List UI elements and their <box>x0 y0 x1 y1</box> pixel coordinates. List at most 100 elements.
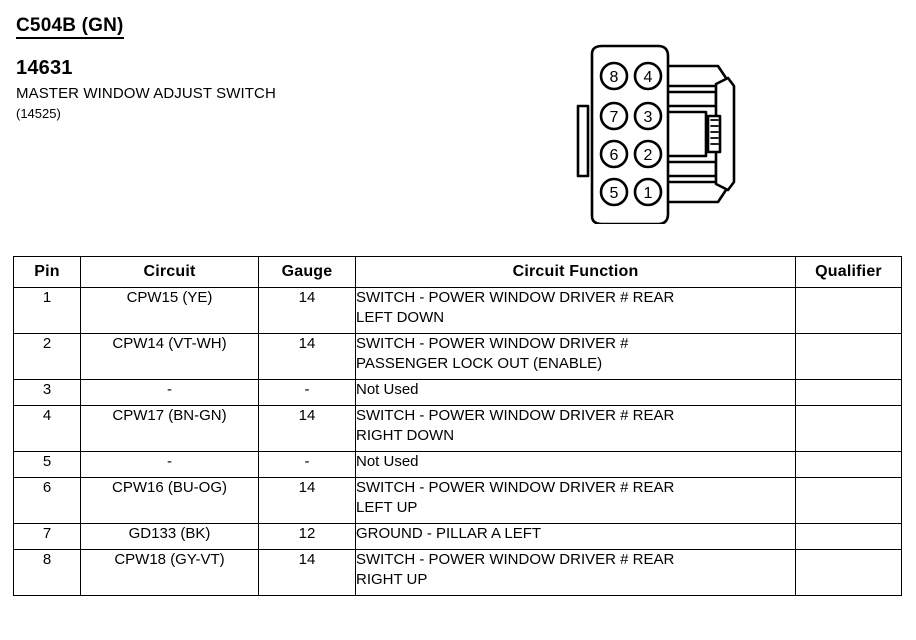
cell-pin: 6 <box>13 477 81 524</box>
circuit-function-line: SWITCH - POWER WINDOW DRIVER # REAR <box>356 407 675 424</box>
cell-pin: 3 <box>13 379 81 406</box>
cell-circuit-function: SWITCH - POWER WINDOW DRIVER # REAR LEFT … <box>355 287 796 334</box>
connector-header: C504B (GN) 14631 MASTER WINDOW ADJUST SW… <box>16 16 536 121</box>
cell-gauge: 12 <box>258 523 356 550</box>
cell-circuit: CPW14 (VT-WH) <box>80 333 259 380</box>
circuit-function-line: SWITCH - POWER WINDOW DRIVER # REAR <box>356 551 675 568</box>
part-alt-number: (14525) <box>16 106 61 121</box>
cell-circuit-function: SWITCH - POWER WINDOW DRIVER # REAR RIGHT… <box>355 405 796 452</box>
connector-latch-rib-block <box>706 114 722 154</box>
connector-diagram: 8 7 6 5 4 3 <box>566 44 746 224</box>
table-header-row: Pin Circuit Gauge Circuit Function Quali… <box>13 256 902 288</box>
part-description: MASTER WINDOW ADJUST SWITCH <box>16 85 276 102</box>
cell-qualifier <box>795 405 902 452</box>
cell-pin: 4 <box>13 405 81 452</box>
connector-pin-7-label: 7 <box>610 109 619 126</box>
cell-pin: 7 <box>13 523 81 550</box>
connector-pin-6-label: 6 <box>610 147 619 164</box>
connector-pin-4-label: 4 <box>644 69 653 86</box>
pin-table-head: Pin Circuit Gauge Circuit Function Quali… <box>13 256 902 288</box>
cell-circuit-function: Not Used <box>355 451 796 478</box>
connector-pin-3: 3 <box>633 101 663 131</box>
connector-face-svg: 8 7 6 5 4 3 <box>576 44 736 224</box>
cell-qualifier <box>795 379 902 406</box>
cell-qualifier <box>795 549 902 596</box>
circuit-function-line: PASSENGER LOCK OUT (ENABLE) <box>356 355 603 372</box>
connector-mid-shelf-upper <box>660 90 718 108</box>
cell-circuit: GD133 (BK) <box>80 523 259 550</box>
cell-pin: 8 <box>13 549 81 596</box>
column-header-qualifier: Qualifier <box>795 256 902 288</box>
connector-pin-column-left: 8 7 6 5 <box>599 61 629 207</box>
connector-pin-6: 6 <box>599 139 629 169</box>
connector-title: C504B (GN) <box>16 16 124 39</box>
cell-circuit-function: SWITCH - POWER WINDOW DRIVER # REAR RIGHT… <box>355 549 796 596</box>
pin-table-container: Pin Circuit Gauge Circuit Function Quali… <box>13 256 902 596</box>
cell-gauge: 14 <box>258 477 356 524</box>
cell-gauge: 14 <box>258 549 356 596</box>
circuit-function-line: SWITCH - POWER WINDOW DRIVER # <box>356 335 629 352</box>
circuit-function-line: LEFT UP <box>356 499 418 516</box>
cell-circuit-function: GROUND - PILLAR A LEFT <box>355 523 796 550</box>
cell-qualifier <box>795 287 902 334</box>
cell-circuit: CPW18 (GY-VT) <box>80 549 259 596</box>
column-header-function: Circuit Function <box>355 256 796 288</box>
cell-qualifier <box>795 477 902 524</box>
circuit-function-line: LEFT DOWN <box>356 309 445 326</box>
pin-table: Pin Circuit Gauge Circuit Function Quali… <box>13 256 902 596</box>
cell-qualifier <box>795 333 902 380</box>
connector-latch-column <box>714 76 736 192</box>
circuit-function-line: GROUND - PILLAR A LEFT <box>356 525 542 542</box>
cell-circuit-function: SWITCH - POWER WINDOW DRIVER # PASSENGER … <box>355 333 796 380</box>
cell-circuit: - <box>80 379 259 406</box>
cell-gauge: 14 <box>258 287 356 334</box>
connector-pin-1: 1 <box>633 177 663 207</box>
table-row: 3--Not Used <box>13 379 902 406</box>
connector-pin-column-right: 4 3 2 1 <box>633 61 663 207</box>
connector-latch-ribs <box>710 119 719 145</box>
connector-pin-8-label: 8 <box>610 69 619 86</box>
column-header-gauge: Gauge <box>258 256 356 288</box>
cell-gauge: 14 <box>258 405 356 452</box>
connector-pin-5: 5 <box>599 177 629 207</box>
cell-circuit: CPW16 (BU-OG) <box>80 477 259 524</box>
connector-pin-8: 8 <box>599 61 629 91</box>
part-number: 14631 <box>16 57 73 79</box>
connector-pin-7: 7 <box>599 101 629 131</box>
connector-pin-3-label: 3 <box>644 109 653 126</box>
cell-pin: 2 <box>13 333 81 380</box>
circuit-function-line: SWITCH - POWER WINDOW DRIVER # REAR <box>356 289 675 306</box>
column-header-pin: Pin <box>13 256 81 288</box>
cell-qualifier <box>795 451 902 478</box>
cell-gauge: - <box>258 451 356 478</box>
cell-circuit-function: SWITCH - POWER WINDOW DRIVER # REAR LEFT … <box>355 477 796 524</box>
cell-circuit: - <box>80 451 259 478</box>
cell-circuit: CPW17 (BN-GN) <box>80 405 259 452</box>
connector-left-ear <box>576 104 590 178</box>
circuit-function-line: RIGHT UP <box>356 571 428 588</box>
cell-circuit-function: Not Used <box>355 379 796 406</box>
cell-pin: 1 <box>13 287 81 334</box>
column-header-circuit: Circuit <box>80 256 259 288</box>
cell-gauge: - <box>258 379 356 406</box>
table-row: 5--Not Used <box>13 451 902 478</box>
cell-qualifier <box>795 523 902 550</box>
circuit-function-line: Not Used <box>356 453 419 470</box>
connector-mid-shelf-lower <box>660 160 718 178</box>
circuit-function-line: RIGHT DOWN <box>356 427 455 444</box>
connector-pin-2-label: 2 <box>644 147 653 164</box>
circuit-function-line: Not Used <box>356 381 419 398</box>
cell-circuit: CPW15 (YE) <box>80 287 259 334</box>
circuit-function-line: SWITCH - POWER WINDOW DRIVER # REAR <box>356 479 675 496</box>
connector-pin-2: 2 <box>633 139 663 169</box>
cell-gauge: 14 <box>258 333 356 380</box>
connector-pin-4: 4 <box>633 61 663 91</box>
connector-pin-1-label: 1 <box>644 185 653 202</box>
